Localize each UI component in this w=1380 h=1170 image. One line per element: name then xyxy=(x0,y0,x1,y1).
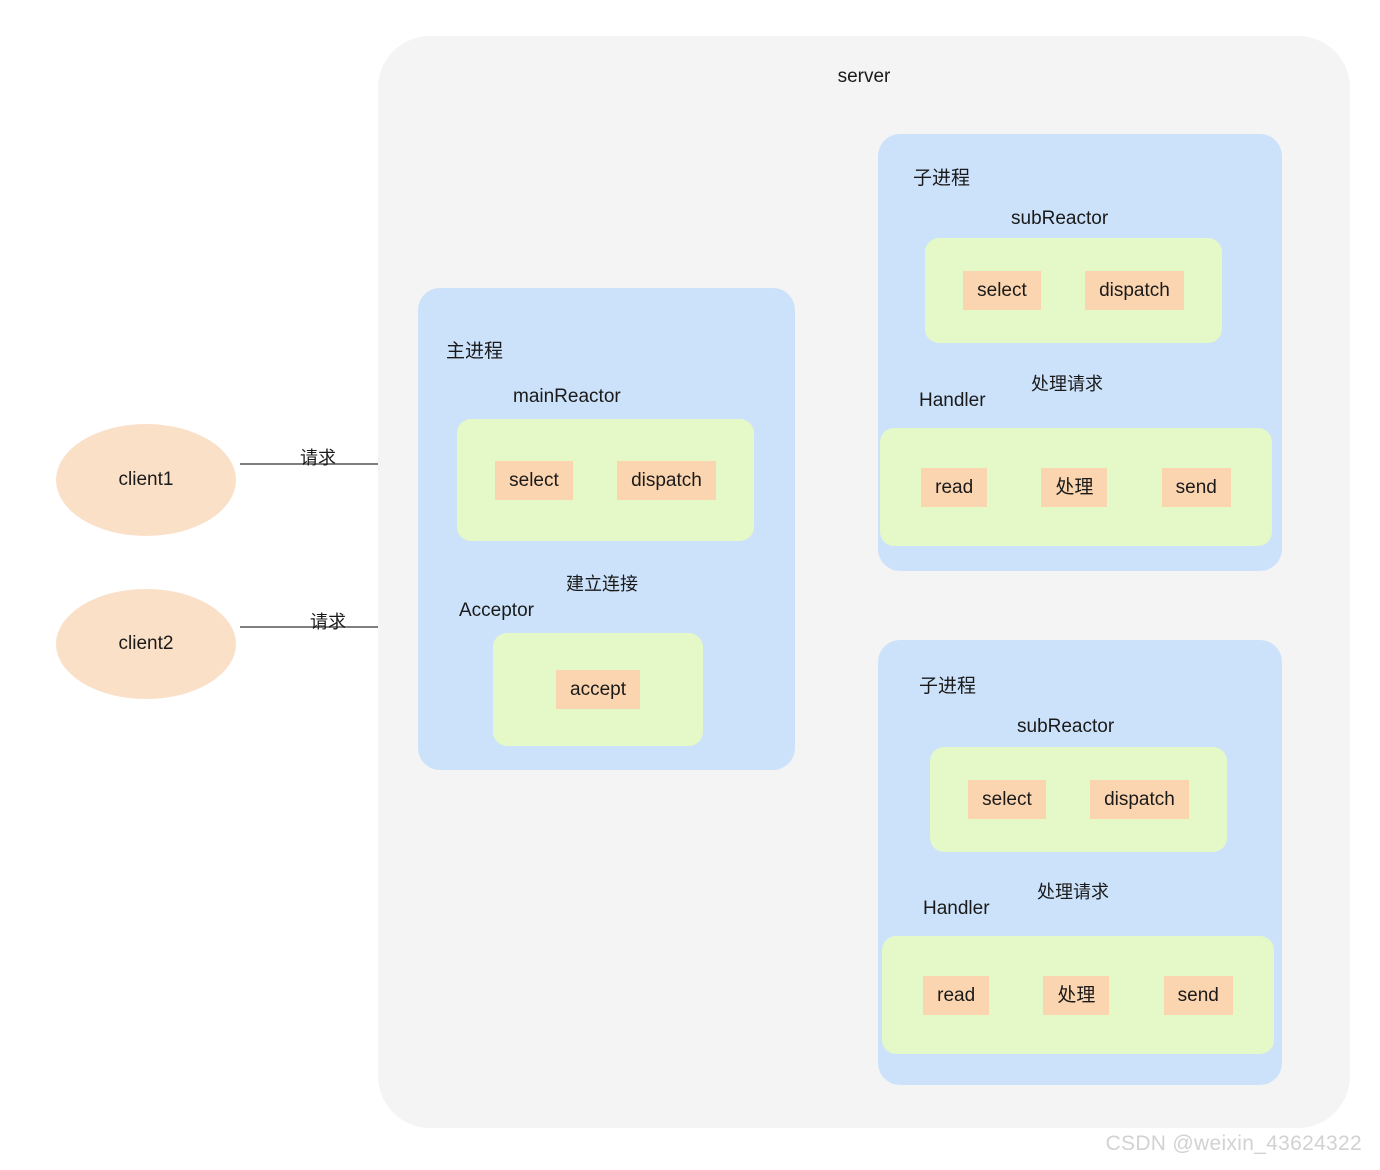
chip-dispatch[interactable]: dispatch xyxy=(1090,780,1189,819)
client-label: client2 xyxy=(118,633,174,654)
client-node-client1[interactable]: client1 xyxy=(56,424,236,536)
client-node-client2[interactable]: client2 xyxy=(56,589,236,699)
handler-panel-1: read 处理 send xyxy=(880,428,1272,546)
edge-label-process-request-2: 处理请求 xyxy=(1037,882,1109,902)
chip-send[interactable]: send xyxy=(1163,975,1233,1015)
edge-label-establish-connection: 建立连接 xyxy=(566,574,638,594)
client-label: client1 xyxy=(118,469,174,490)
edge-label-client2-request: 请求 xyxy=(310,612,346,632)
handler-title-2: Handler xyxy=(923,898,990,919)
chip-process[interactable]: 处理 xyxy=(1043,975,1110,1015)
handler-title-1: Handler xyxy=(919,390,986,411)
handler-panel-2: read 处理 send xyxy=(882,936,1274,1054)
chip-select[interactable]: select xyxy=(495,460,573,500)
sub-process-label-1: 子进程 xyxy=(913,168,971,189)
chip-dispatch[interactable]: dispatch xyxy=(617,460,716,500)
acceptor-title: Acceptor xyxy=(459,600,534,621)
chip-select[interactable]: select xyxy=(963,271,1041,310)
edge-label-client1-request: 请求 xyxy=(300,448,336,468)
mainreactor-title: mainReactor xyxy=(513,386,621,407)
chip-select[interactable]: select xyxy=(968,780,1046,819)
chip-read[interactable]: read xyxy=(921,467,988,507)
chip-process[interactable]: 处理 xyxy=(1041,467,1108,507)
chip-send[interactable]: send xyxy=(1161,467,1231,507)
csdn-watermark: CSDN @weixin_43624322 xyxy=(1105,1132,1362,1155)
chip-accept[interactable]: accept xyxy=(556,670,640,709)
acceptor-panel: accept xyxy=(493,633,703,746)
subreactor-title-2: subReactor xyxy=(1017,716,1115,737)
chip-read[interactable]: read xyxy=(923,975,990,1015)
subreactor-panel-2: select dispatch xyxy=(930,747,1227,852)
server-title: server xyxy=(837,66,891,87)
subreactor-panel-1: select dispatch xyxy=(925,238,1222,343)
subreactor-title-1: subReactor xyxy=(1011,208,1109,229)
chip-dispatch[interactable]: dispatch xyxy=(1085,271,1184,310)
edge-label-process-request-1: 处理请求 xyxy=(1031,374,1103,394)
sub-process-label-2: 子进程 xyxy=(919,676,977,697)
mainreactor-panel: select dispatch xyxy=(457,419,754,541)
main-process-label: 主进程 xyxy=(446,341,504,362)
